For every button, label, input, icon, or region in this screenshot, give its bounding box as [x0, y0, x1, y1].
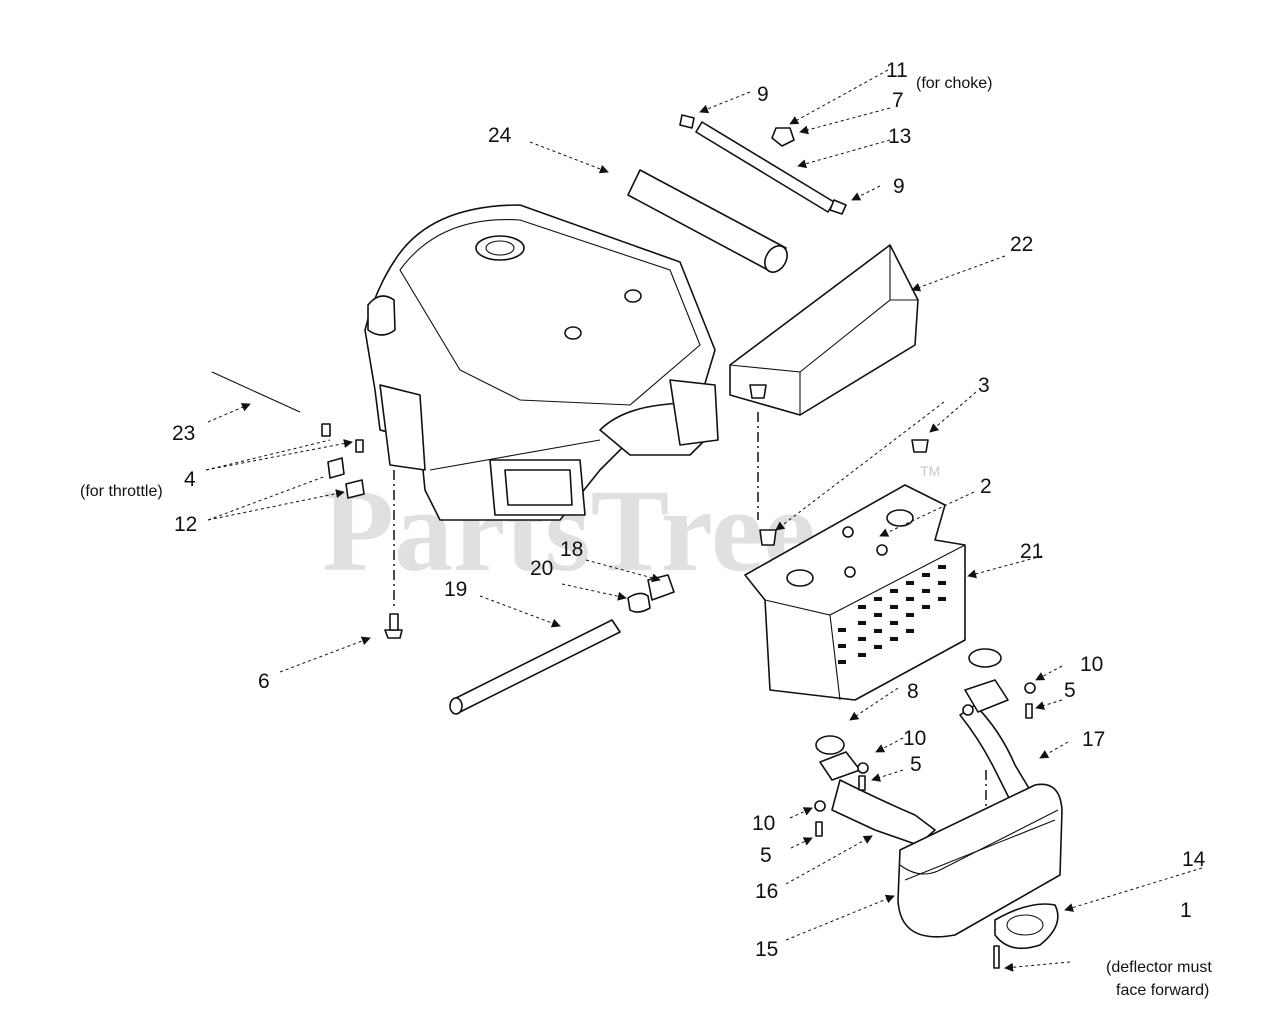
callout-20: 20: [530, 557, 553, 580]
callout-22: 22: [1010, 233, 1033, 256]
washers-part-10-5: [814, 682, 1036, 969]
notes: (for choke) (for throttle) (deflector mu…: [80, 75, 1212, 999]
callout-9a: 9: [757, 83, 769, 106]
callout-8: 8: [907, 680, 919, 703]
note-deflector-line2: face forward): [1116, 982, 1209, 999]
callout-6: 6: [258, 670, 270, 693]
callout-10a: 10: [1080, 653, 1103, 676]
callout-2: 2: [980, 475, 992, 498]
bolt-part-6: [384, 613, 403, 639]
callout-5b: 5: [910, 753, 922, 776]
callout-23: 23: [172, 422, 195, 445]
engine-block: [364, 204, 719, 521]
callout-14: 14: [1182, 848, 1206, 871]
callout-24: 24: [488, 124, 512, 147]
callout-3: 3: [978, 374, 990, 397]
deflector-part-14: [994, 903, 1059, 950]
callout-11: 11: [886, 59, 908, 82]
callout-9b: 9: [893, 175, 905, 198]
callout-17: 17: [1082, 728, 1105, 751]
muffler-guard-part-21: [744, 484, 966, 701]
callout-4: 4: [184, 468, 196, 491]
callout-18: 18: [560, 538, 583, 561]
callout-1: 1: [1180, 899, 1192, 922]
clips-part-12: [321, 423, 365, 499]
callout-13: 13: [888, 125, 911, 148]
callout-19: 19: [444, 578, 467, 601]
note-for-choke: (for choke): [916, 75, 992, 92]
callout-10c: 10: [752, 812, 775, 835]
tube-part-24: [627, 169, 788, 273]
callout-5c: 5: [760, 844, 772, 867]
callout-5a: 5: [1064, 679, 1076, 702]
callout-21: 21: [1020, 540, 1043, 563]
callout-16: 16: [755, 880, 778, 903]
guard-vents: [838, 565, 946, 664]
muffler-part-15: [897, 783, 1063, 938]
trademark: TM: [920, 463, 940, 479]
tube-part-19: [449, 619, 621, 715]
note-deflector-line1: (deflector must: [1106, 959, 1212, 976]
bolts-part-3: [749, 384, 929, 546]
callout-12: 12: [174, 513, 197, 536]
leader-lines: [205, 69, 1203, 972]
callout-10b: 10: [903, 727, 926, 750]
exhaust-pipes-part-16-17: [815, 648, 1031, 846]
callout-labels: 1 2 3 4 5 5 5 6 7 8 9 9 10 10 10 11 12 1…: [172, 59, 1206, 961]
shield-part-22: [729, 244, 919, 416]
note-for-throttle: (for throttle): [80, 483, 163, 500]
callout-15: 15: [755, 938, 778, 961]
callout-7: 7: [892, 89, 904, 112]
cable-part-23: [211, 371, 301, 413]
rod-part-13: [679, 114, 847, 215]
